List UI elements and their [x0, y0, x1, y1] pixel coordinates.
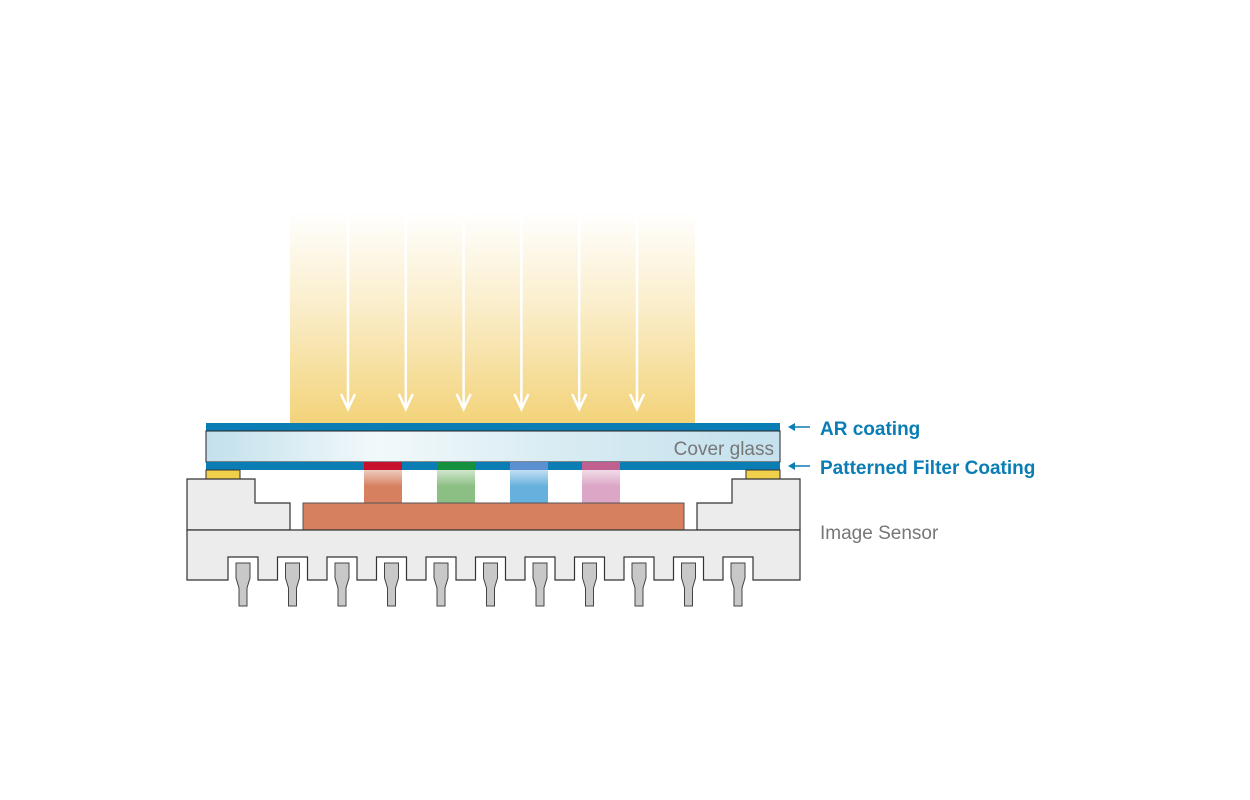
- filter-blue: [510, 462, 548, 503]
- arrow-down-icon: [455, 215, 472, 412]
- pin: [532, 562, 548, 607]
- pin: [384, 562, 399, 607]
- sensor-base: [186, 529, 801, 581]
- light-rays: [339, 215, 646, 412]
- pin: [235, 562, 251, 607]
- ar-coating-label: AR coating: [820, 419, 920, 440]
- housing-left: [186, 478, 291, 531]
- pin: [582, 562, 597, 607]
- pin: [681, 562, 696, 607]
- filter-coating-layer: [206, 462, 780, 470]
- pin: [285, 562, 300, 607]
- filter-segments: [364, 462, 620, 503]
- pin: [730, 562, 746, 607]
- sensor-die: [302, 502, 685, 531]
- sensor-pins: [235, 562, 746, 607]
- image-sensor-label: Image Sensor: [820, 523, 939, 544]
- light-beam: [290, 212, 695, 423]
- arrow-down-icon: [628, 215, 646, 412]
- arrow-down-icon: [339, 215, 357, 412]
- arrow-down-icon: [571, 215, 588, 412]
- patterned-filter-label: Patterned Filter Coating: [820, 458, 1035, 479]
- filter-red: [364, 462, 402, 503]
- arrow-left-icon: [788, 423, 810, 431]
- ar-coating-layer: [206, 423, 780, 431]
- housing-right: [696, 478, 801, 531]
- arrow-down-icon: [397, 215, 414, 412]
- filter-pink: [582, 462, 620, 503]
- cover-glass: [205, 430, 781, 463]
- cover-glass-label: Cover glass: [674, 439, 774, 460]
- arrow-left-icon: [788, 462, 810, 470]
- pin: [334, 562, 350, 607]
- pin: [433, 562, 449, 607]
- pin: [483, 562, 498, 607]
- bond-pad-right: [745, 469, 781, 480]
- arrow-down-icon: [513, 215, 530, 412]
- pin: [631, 562, 647, 607]
- filter-green: [437, 462, 475, 503]
- bond-pad-left: [205, 469, 241, 480]
